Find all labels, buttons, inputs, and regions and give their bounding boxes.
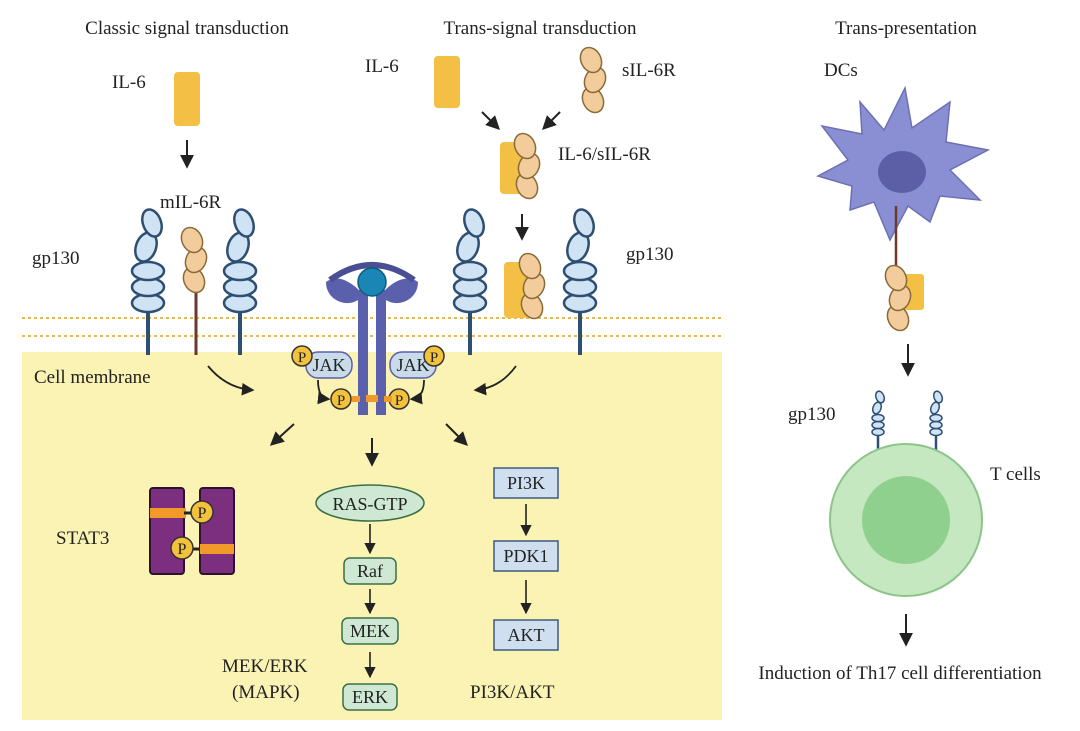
receptor-right-band: [384, 396, 392, 402]
svg-text:P: P: [395, 393, 403, 409]
presentation-gp130-label: gp130: [788, 404, 836, 425]
trans-gp130-label: gp130: [626, 244, 674, 265]
mapk-raf-label: Raf: [357, 561, 383, 581]
svg-text:P: P: [337, 393, 345, 409]
tcell-gp130-left: [869, 388, 888, 454]
svg-text:P: P: [298, 350, 306, 366]
jak-receptor-dimer: [326, 262, 418, 415]
receptor-left-phospho: P: [330, 388, 352, 410]
svg-text:P: P: [198, 505, 207, 522]
arrow-to-stat3: [269, 423, 295, 446]
jak-right-curved-arrow: [409, 379, 425, 405]
trans-gp130-right: [561, 204, 600, 357]
mapk-mek-label: MEK: [350, 621, 390, 641]
mapk-erk-label: ERK: [352, 687, 388, 707]
svg-text:P: P: [178, 541, 187, 558]
pi3k-label: PI3K: [507, 473, 545, 493]
th17-outcome-label: Induction of Th17 cell differentiation: [758, 663, 1042, 684]
trans-complex-label: IL-6/sIL-6R: [558, 144, 651, 165]
jak-left-phospho: P: [291, 345, 313, 367]
akt-label: AKT: [508, 625, 545, 645]
classic-il6-block: [174, 72, 200, 126]
trans-bound-complex: [504, 249, 550, 323]
trans-il6-block: [434, 56, 460, 108]
mapk-raf-box: [343, 557, 397, 585]
classic-mil6r-label: mIL-6R: [160, 192, 222, 213]
classic-gp130-right: [221, 204, 260, 357]
mapk-ras-gtp-node: [315, 484, 425, 522]
jak-right-label: JAK: [396, 355, 429, 375]
pi3k-box: [493, 467, 559, 499]
dendritic-cell: [816, 85, 991, 335]
pdk1-label: PDK1: [503, 546, 548, 566]
classic-gp130-left: [129, 204, 168, 357]
mapk-mek-box: [341, 617, 399, 645]
trans-il6-label: IL-6: [365, 56, 399, 77]
mapk-caption-line2: (MAPK): [232, 682, 300, 703]
trans-to-jak-arrow: [473, 365, 517, 396]
jak-right-phospho: P: [423, 345, 445, 367]
stat3-phospho-bottom: P: [170, 536, 194, 560]
classic-mil6r-receptor: [176, 223, 212, 355]
tcell-gp130-right: [927, 388, 946, 454]
stat3-phospho-top: P: [190, 500, 214, 524]
mapk-caption-line1: MEK/ERK: [222, 656, 308, 677]
classic-to-jak-arrow: [207, 365, 255, 396]
trans-gp130-left: [451, 204, 490, 357]
trans-complex-symbol: [500, 129, 545, 203]
trans-sil6r-to-complex-arrow: [542, 111, 561, 130]
mapk-erk-box: [342, 683, 398, 711]
cell-membrane-label: Cell membrane: [34, 367, 151, 388]
trans-sil6r-label: sIL-6R: [622, 60, 676, 81]
t-cells-label: T cells: [990, 464, 1041, 485]
dcs-label: DCs: [824, 60, 858, 81]
jak-left-curved-arrow: [317, 379, 331, 405]
mapk-ras-gtp-label: RAS-GTP: [332, 494, 407, 514]
section-title-trans-signal: Trans-signal transduction: [444, 18, 637, 39]
t-cell: [829, 443, 983, 597]
classic-gp130-label: gp130: [32, 248, 80, 269]
section-title-trans-presentation: Trans-presentation: [835, 18, 977, 39]
jak-left-label: JAK: [312, 355, 345, 375]
stat3-label: STAT3: [56, 528, 109, 549]
pi3k-caption: PI3K/AKT: [470, 682, 555, 703]
arrow-to-pi3k: [445, 423, 468, 446]
pdk1-box: [493, 540, 559, 572]
cytoplasm-region: [22, 352, 722, 720]
jak-receptor-ligand-ball: [357, 267, 387, 297]
trans-il6-to-complex-arrow: [481, 111, 500, 130]
section-title-classic: Classic signal transduction: [85, 18, 289, 39]
akt-box: [493, 619, 559, 651]
receptor-left-band: [352, 396, 360, 402]
trans-sil6r-symbol: [575, 43, 611, 117]
svg-text:P: P: [430, 350, 438, 366]
classic-il6-label: IL-6: [112, 72, 146, 93]
